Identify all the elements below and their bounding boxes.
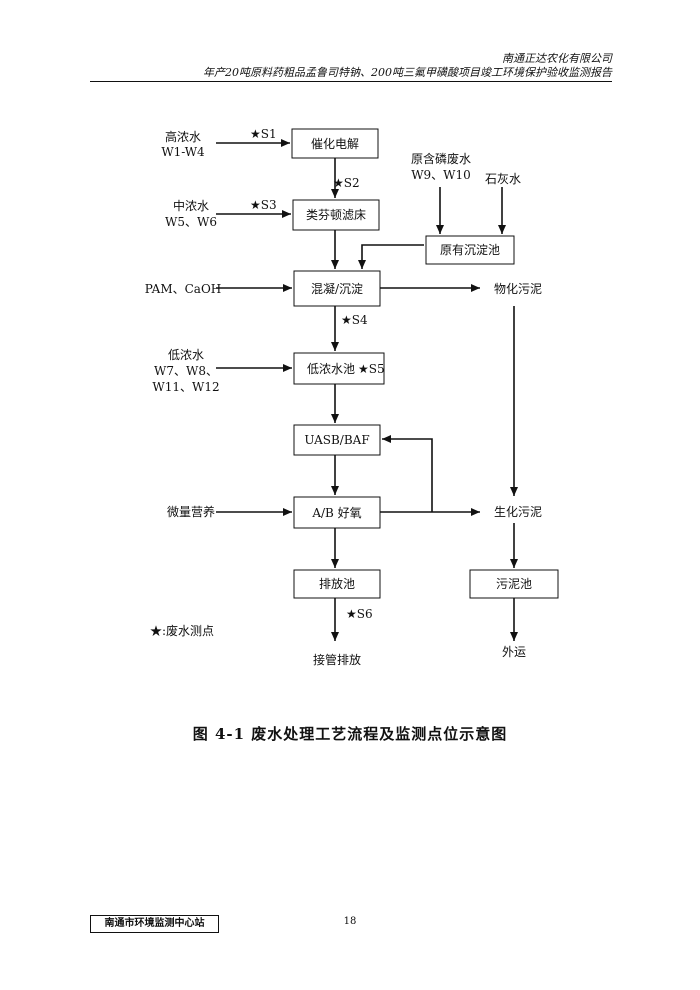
svg-text:类芬顿滤床: 类芬顿滤床 bbox=[306, 208, 366, 222]
monitor-point-s2: ★S2 bbox=[333, 176, 360, 190]
legend-monitoring-point: ★:废水测点 bbox=[150, 623, 214, 638]
svg-text:UASB/BAF: UASB/BAF bbox=[304, 433, 369, 447]
input-high-conc-streams: W1-W4 bbox=[161, 145, 205, 159]
input-high-conc-label: 高浓水 bbox=[165, 129, 201, 144]
svg-text:混凝/沉淀: 混凝/沉淀 bbox=[311, 281, 363, 296]
edge-sludge-return-to-uasb bbox=[382, 435, 433, 512]
svg-text:污泥池: 污泥池 bbox=[496, 577, 532, 591]
output-haul-away: 外运 bbox=[502, 645, 526, 659]
input-low-conc-streams-1: W7、W8、 bbox=[154, 364, 218, 378]
node-existing-sedimentation: 原有沉淀池 bbox=[425, 235, 515, 265]
output-bio-sludge: 生化污泥 bbox=[494, 505, 542, 519]
svg-text:原有沉淀池: 原有沉淀池 bbox=[440, 243, 500, 257]
output-to-sewer: 接管排放 bbox=[313, 652, 361, 667]
input-mid-conc-label: 中浓水 bbox=[173, 198, 209, 213]
header-report-title: 年产20吨原料药粗品孟鲁司特钠、200吨三氟甲磺酸项目竣工环境保护验收监测报告 bbox=[203, 66, 612, 79]
input-pam-label: PAM、CaOH bbox=[145, 282, 222, 296]
header-divider bbox=[90, 81, 612, 82]
monitor-point-s3: ★S3 bbox=[250, 198, 277, 212]
input-lime-label: 石灰水 bbox=[485, 172, 521, 186]
monitor-point-s4: ★S4 bbox=[341, 313, 368, 327]
monitor-point-s6: ★S6 bbox=[346, 607, 373, 621]
node-fenton-filter: 类芬顿滤床 bbox=[292, 199, 380, 231]
edge-sedimentation-to-coagulation bbox=[358, 244, 424, 269]
flow-edges bbox=[216, 139, 518, 641]
process-flowchart: 催化电解 类芬顿滤床 原有沉淀池 混凝/沉淀 低浓水池 ★S5 UASB/BAF… bbox=[145, 127, 559, 667]
monitor-point-s5: ★S5 bbox=[358, 362, 385, 376]
footer-stamp: 南通市环境监测中心站 bbox=[90, 915, 219, 933]
input-low-conc-label: 低浓水 bbox=[168, 348, 204, 362]
svg-text:A/B 好氧: A/B 好氧 bbox=[311, 506, 361, 520]
input-nutrients-label: 微量营养 bbox=[167, 504, 215, 519]
input-phosphorus-label: 原含磷废水 bbox=[411, 151, 471, 166]
node-low-conc-tank: 低浓水池 ★S5 bbox=[293, 352, 385, 385]
input-mid-conc-streams: W5、W6 bbox=[165, 215, 217, 229]
page-number: 18 bbox=[343, 916, 357, 927]
node-uasb-baf: UASB/BAF bbox=[293, 424, 381, 456]
node-discharge-tank: 排放池 bbox=[293, 569, 381, 599]
output-physchem-sludge: 物化污泥 bbox=[494, 282, 542, 296]
svg-text:排放池: 排放池 bbox=[319, 576, 355, 591]
node-ab-aerobic: A/B 好氧 bbox=[293, 496, 381, 529]
svg-text:低浓水池: 低浓水池 bbox=[307, 362, 355, 376]
monitor-point-s1: ★S1 bbox=[250, 127, 277, 141]
node-catalytic-electrolysis: 催化电解 bbox=[291, 128, 379, 159]
input-phosphorus-streams: W9、W10 bbox=[411, 168, 471, 182]
node-coagulation: 混凝/沉淀 bbox=[293, 270, 381, 307]
svg-text:催化电解: 催化电解 bbox=[311, 137, 359, 151]
figure-caption: 图 4-1 废水处理工艺流程及监测点位示意图 bbox=[192, 725, 508, 743]
node-sludge-tank: 污泥池 bbox=[469, 569, 559, 599]
input-low-conc-streams-2: W11、W12 bbox=[152, 380, 219, 394]
header-company: 南通正达农化有限公司 bbox=[502, 52, 612, 65]
